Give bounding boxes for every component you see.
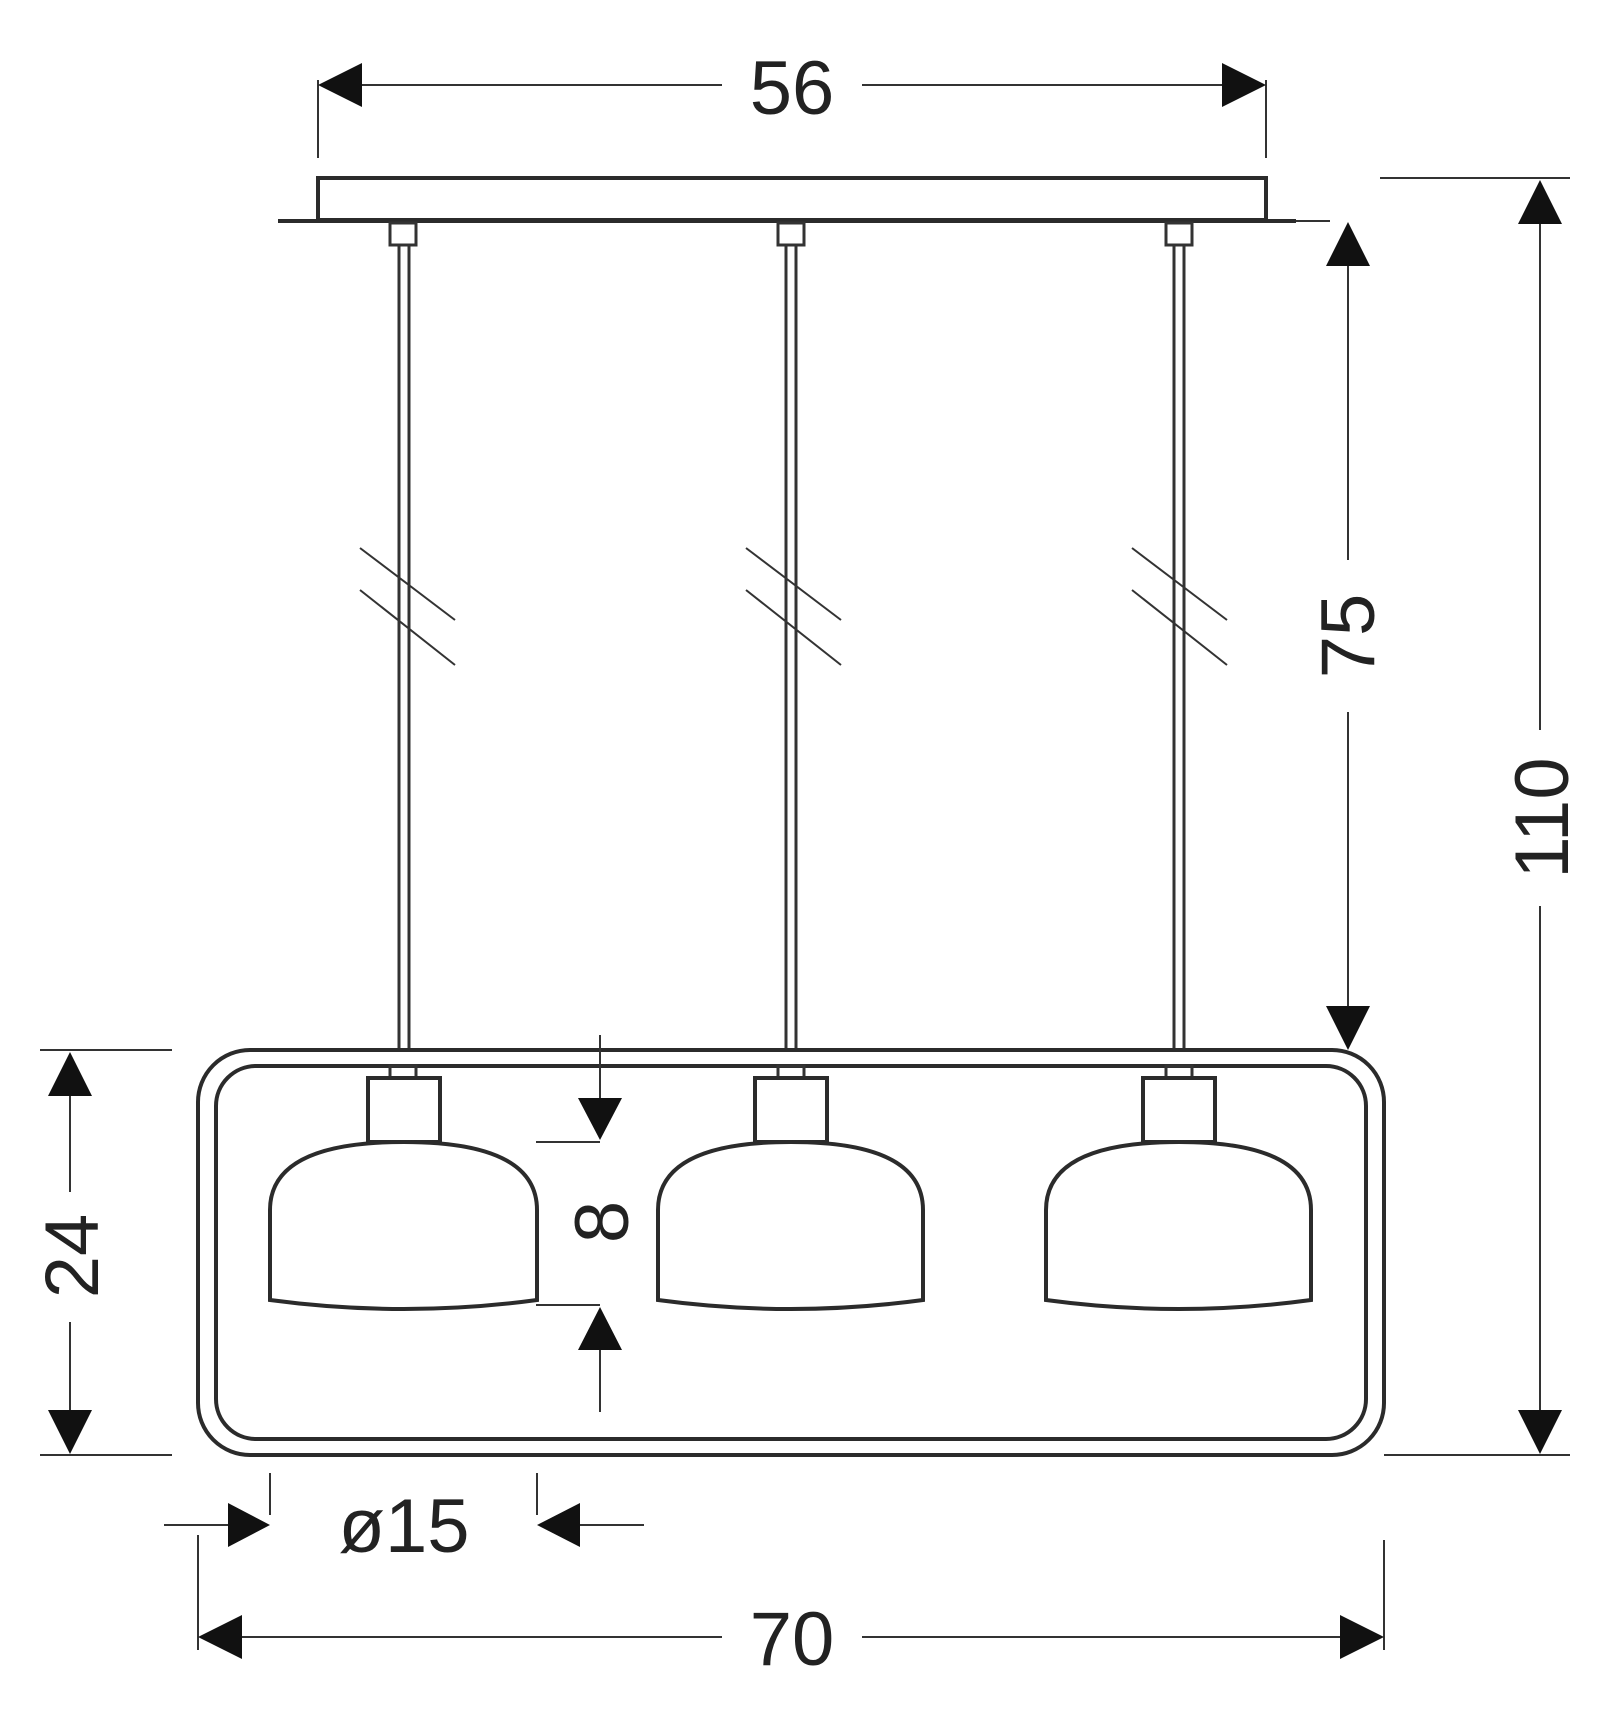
- dimension-shade-height: 8: [536, 1035, 645, 1412]
- arrowhead: [578, 1098, 622, 1140]
- canopy-width-label: 56: [750, 46, 835, 131]
- dimension-frame-height: 24: [30, 1049, 172, 1456]
- dimension-shade-diameter: ø15: [164, 1473, 644, 1569]
- arrowhead: [198, 1615, 242, 1659]
- cable-break-mark: [359, 547, 456, 621]
- arrowhead: [1518, 1410, 1562, 1454]
- arrowhead: [318, 63, 362, 107]
- total-width-label: 70: [750, 1597, 835, 1682]
- cable-length-label: 75: [1306, 594, 1391, 679]
- cable-break-mark: [1131, 547, 1228, 621]
- lamp-frame: [196, 1048, 1386, 1457]
- arrowhead: [1222, 63, 1266, 107]
- ceiling-canopy: [278, 176, 1296, 223]
- arrowhead: [48, 1410, 92, 1454]
- canopy-plate: [316, 176, 1268, 222]
- arrowhead: [1326, 222, 1370, 266]
- cable-break-mark: [745, 589, 842, 666]
- dimension-total-width: 70: [197, 1535, 1385, 1682]
- total-height-label: 110: [1500, 757, 1585, 878]
- arrowhead: [228, 1503, 270, 1547]
- arrowhead: [48, 1052, 92, 1096]
- cable-left: [359, 221, 456, 1050]
- arrowhead: [1326, 1006, 1370, 1050]
- lamp-shade-left: [268, 1064, 539, 1311]
- frame-height-label: 24: [30, 1214, 115, 1299]
- shade-diameter-label: ø15: [339, 1484, 470, 1569]
- arrowhead: [1518, 180, 1562, 224]
- dimension-canopy-width: 56: [317, 46, 1267, 158]
- shade-height-label: 8: [560, 1201, 645, 1243]
- frame-inner: [214, 1064, 1368, 1441]
- cable-center: [745, 221, 842, 1050]
- dimension-total-height: 110: [1380, 177, 1585, 1456]
- cable-right: [1131, 221, 1228, 1050]
- lamp-shade-right: [1044, 1064, 1313, 1311]
- cable-break-mark: [745, 547, 842, 621]
- arrowhead: [537, 1503, 580, 1547]
- frame-outer: [196, 1048, 1386, 1457]
- cable-break-mark: [359, 589, 456, 666]
- cable-break-mark: [1131, 589, 1228, 666]
- arrowhead: [1340, 1615, 1384, 1659]
- arrowhead: [578, 1307, 622, 1350]
- dimension-cable-length: 75: [1296, 220, 1391, 1050]
- lamp-shade-center: [656, 1064, 925, 1311]
